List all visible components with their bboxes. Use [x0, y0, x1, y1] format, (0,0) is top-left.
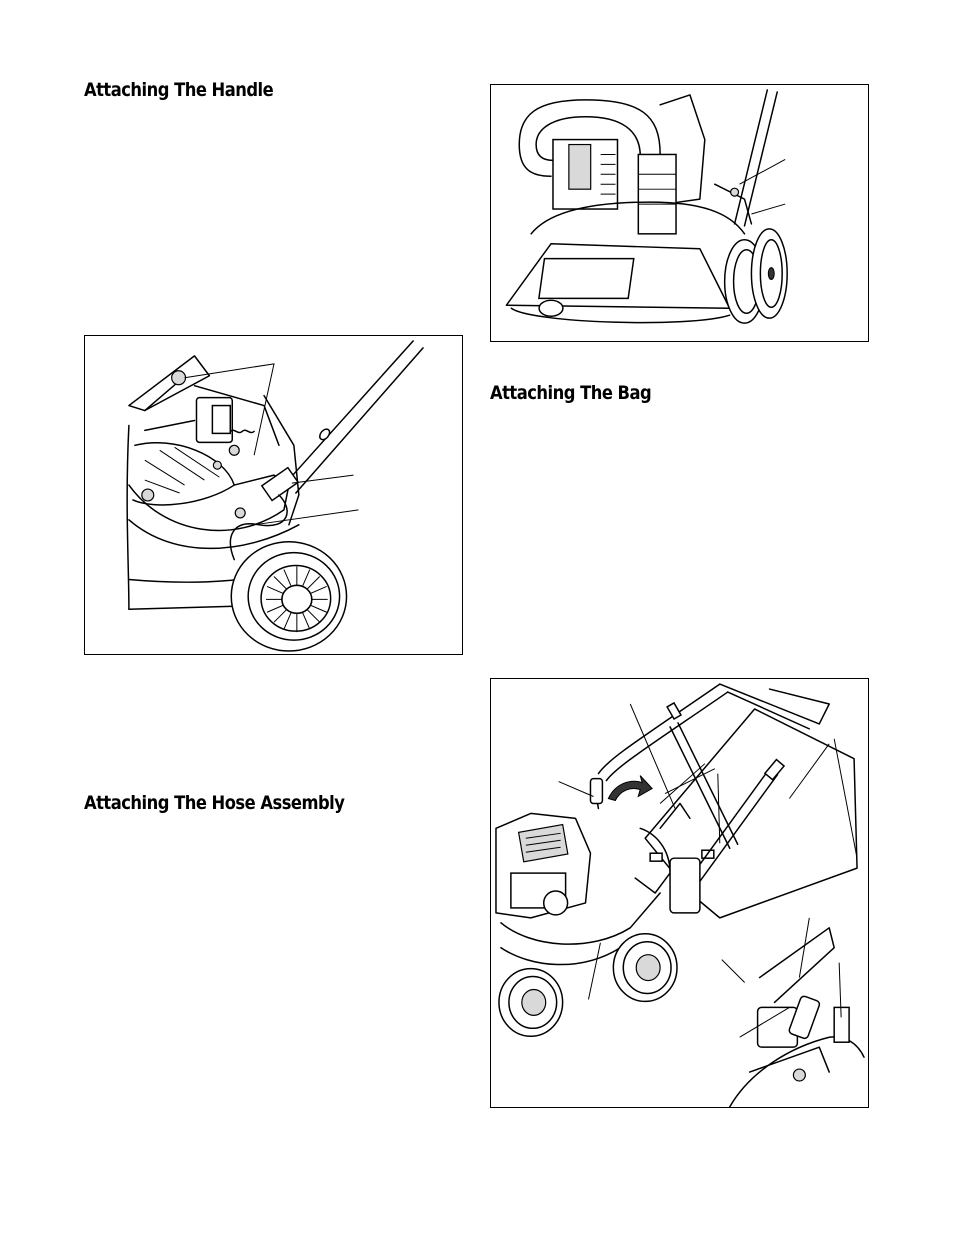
handle-attachment-illustration-icon	[126, 340, 424, 652]
hose-attachment-illustration-icon	[505, 89, 788, 324]
handle-attachment-figure	[84, 335, 463, 655]
hose-attachment-figure	[490, 84, 869, 342]
section-title-hose: Attaching The Hose Assembly	[84, 792, 345, 814]
section-title-bag: Attaching The Bag	[490, 382, 652, 404]
bag-attachment-illustration-icon	[495, 683, 865, 1107]
section-title-handle: Attaching The Handle	[84, 79, 274, 101]
bag-attachment-figure	[490, 678, 869, 1108]
